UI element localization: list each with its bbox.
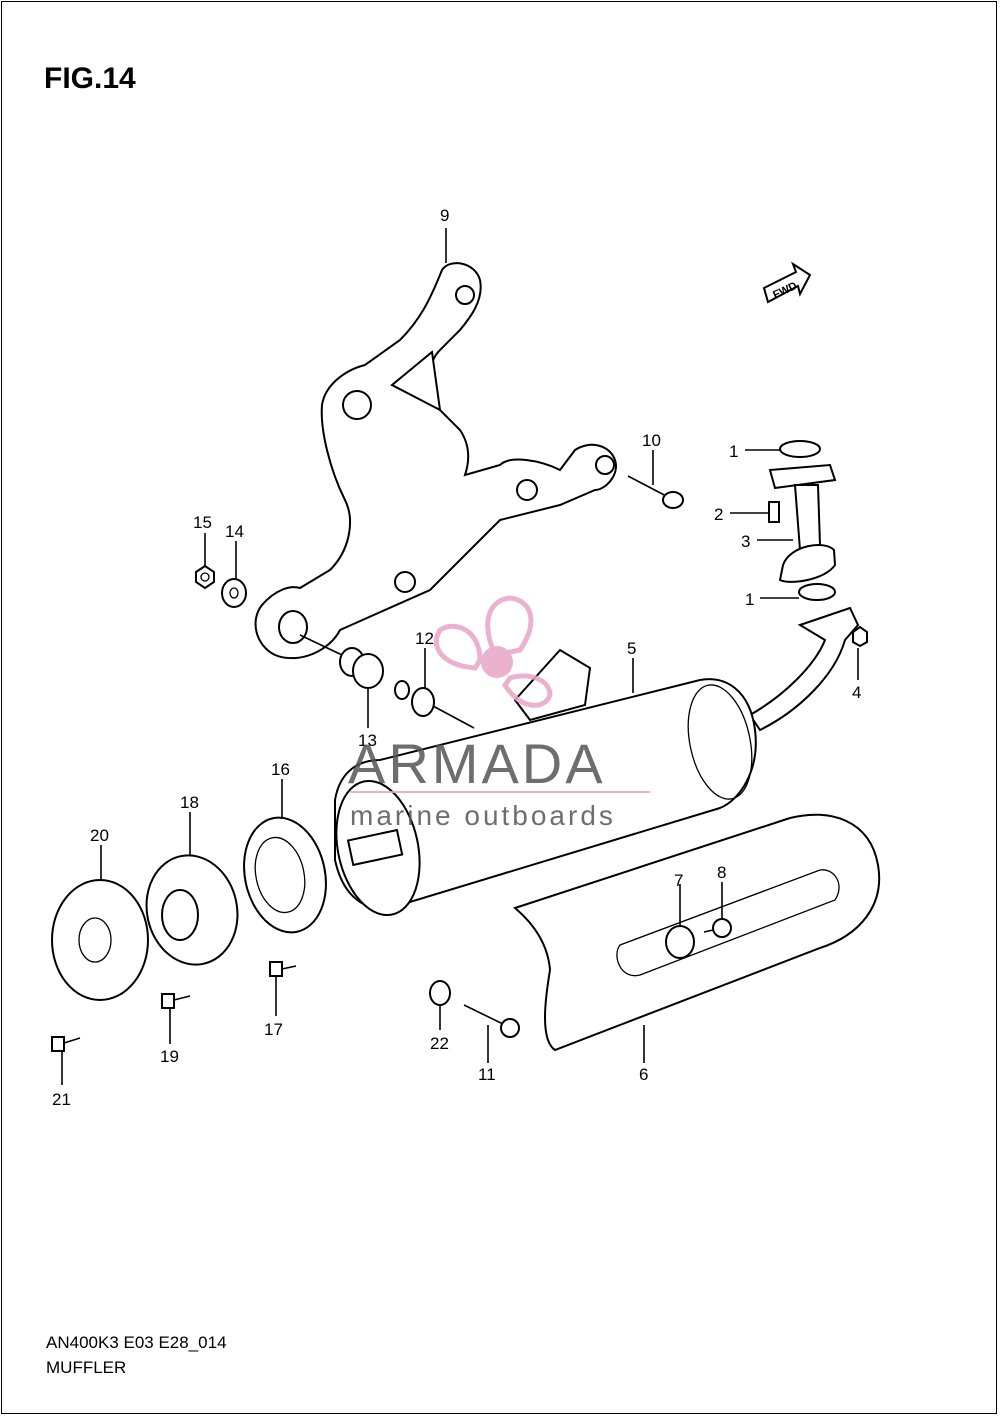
part-1-gasket-lower[interactable]	[798, 583, 836, 601]
exhaust-pipe[interactable]	[748, 606, 860, 732]
callout-18: 18	[180, 793, 199, 812]
watermark: ARMADA marine outboards	[348, 595, 650, 831]
part-2-bolt[interactable]	[768, 501, 780, 523]
callout-5: 5	[627, 639, 636, 658]
callout-10: 10	[642, 431, 661, 450]
watermark-brand: ARMADA	[348, 732, 606, 795]
figure-title: FIG.14	[44, 62, 136, 95]
callout-2: 2	[714, 505, 723, 524]
part-14-washer[interactable]	[221, 578, 247, 608]
figure-code: AN400K3 E03 E28_014	[46, 1333, 227, 1352]
callout-7: 7	[674, 871, 683, 890]
callout-20: 20	[90, 826, 109, 845]
part-1-gasket-upper[interactable]	[779, 440, 821, 458]
callout-17: 17	[264, 1020, 283, 1039]
part-15-nut[interactable]	[195, 564, 215, 590]
part-6-heat-shield[interactable]	[512, 813, 881, 1052]
figure-name: MUFFLER	[46, 1358, 127, 1377]
callout-22: 22	[430, 1034, 449, 1053]
watermark-tagline: marine outboards	[350, 800, 616, 831]
callout-1-lower: 1	[745, 590, 754, 609]
part-9-bracket[interactable]	[254, 262, 617, 660]
leader-lines	[61, 228, 859, 1085]
callout-1-upper: 1	[729, 442, 738, 461]
fwd-arrow-icon: FWD	[762, 261, 812, 304]
part-11-bolt[interactable]	[463, 1004, 520, 1038]
callout-4: 4	[852, 683, 861, 702]
part-21-screw[interactable]	[51, 1036, 81, 1052]
callout-11: 11	[478, 1065, 496, 1084]
callout-15: 15	[193, 513, 212, 532]
part-20-tail-cap[interactable]	[51, 879, 149, 1001]
callout-12: 12	[415, 629, 434, 648]
part-16-end-cap[interactable]	[234, 810, 336, 940]
callout-9: 9	[440, 206, 449, 225]
part-3-flange[interactable]	[768, 463, 837, 583]
callout-16: 16	[271, 760, 290, 779]
callout-3: 3	[741, 532, 750, 551]
part-19-screw[interactable]	[161, 993, 191, 1009]
part-8-screw[interactable]	[703, 918, 732, 938]
part-18-baffle[interactable]	[137, 847, 248, 973]
part-10-bolt[interactable]	[627, 475, 684, 509]
callout-labels: 9 10 1 2 3 1 4 5 15 14 12 13 16 18 20 7 …	[52, 206, 861, 1109]
callout-13: 13	[358, 731, 377, 750]
part-17-screw[interactable]	[269, 961, 297, 977]
propeller-logo-icon	[433, 595, 553, 708]
callout-14: 14	[225, 522, 244, 541]
part-4-nut[interactable]	[852, 625, 868, 648]
part-12-collar[interactable]	[394, 680, 475, 729]
callout-6: 6	[639, 1065, 648, 1084]
part-7-collar[interactable]	[665, 925, 695, 959]
callout-8: 8	[717, 863, 726, 882]
part-22-washer[interactable]	[429, 980, 451, 1006]
part-5-muffler[interactable]	[325, 648, 762, 923]
callout-19: 19	[160, 1047, 179, 1066]
callout-21: 21	[52, 1090, 71, 1109]
